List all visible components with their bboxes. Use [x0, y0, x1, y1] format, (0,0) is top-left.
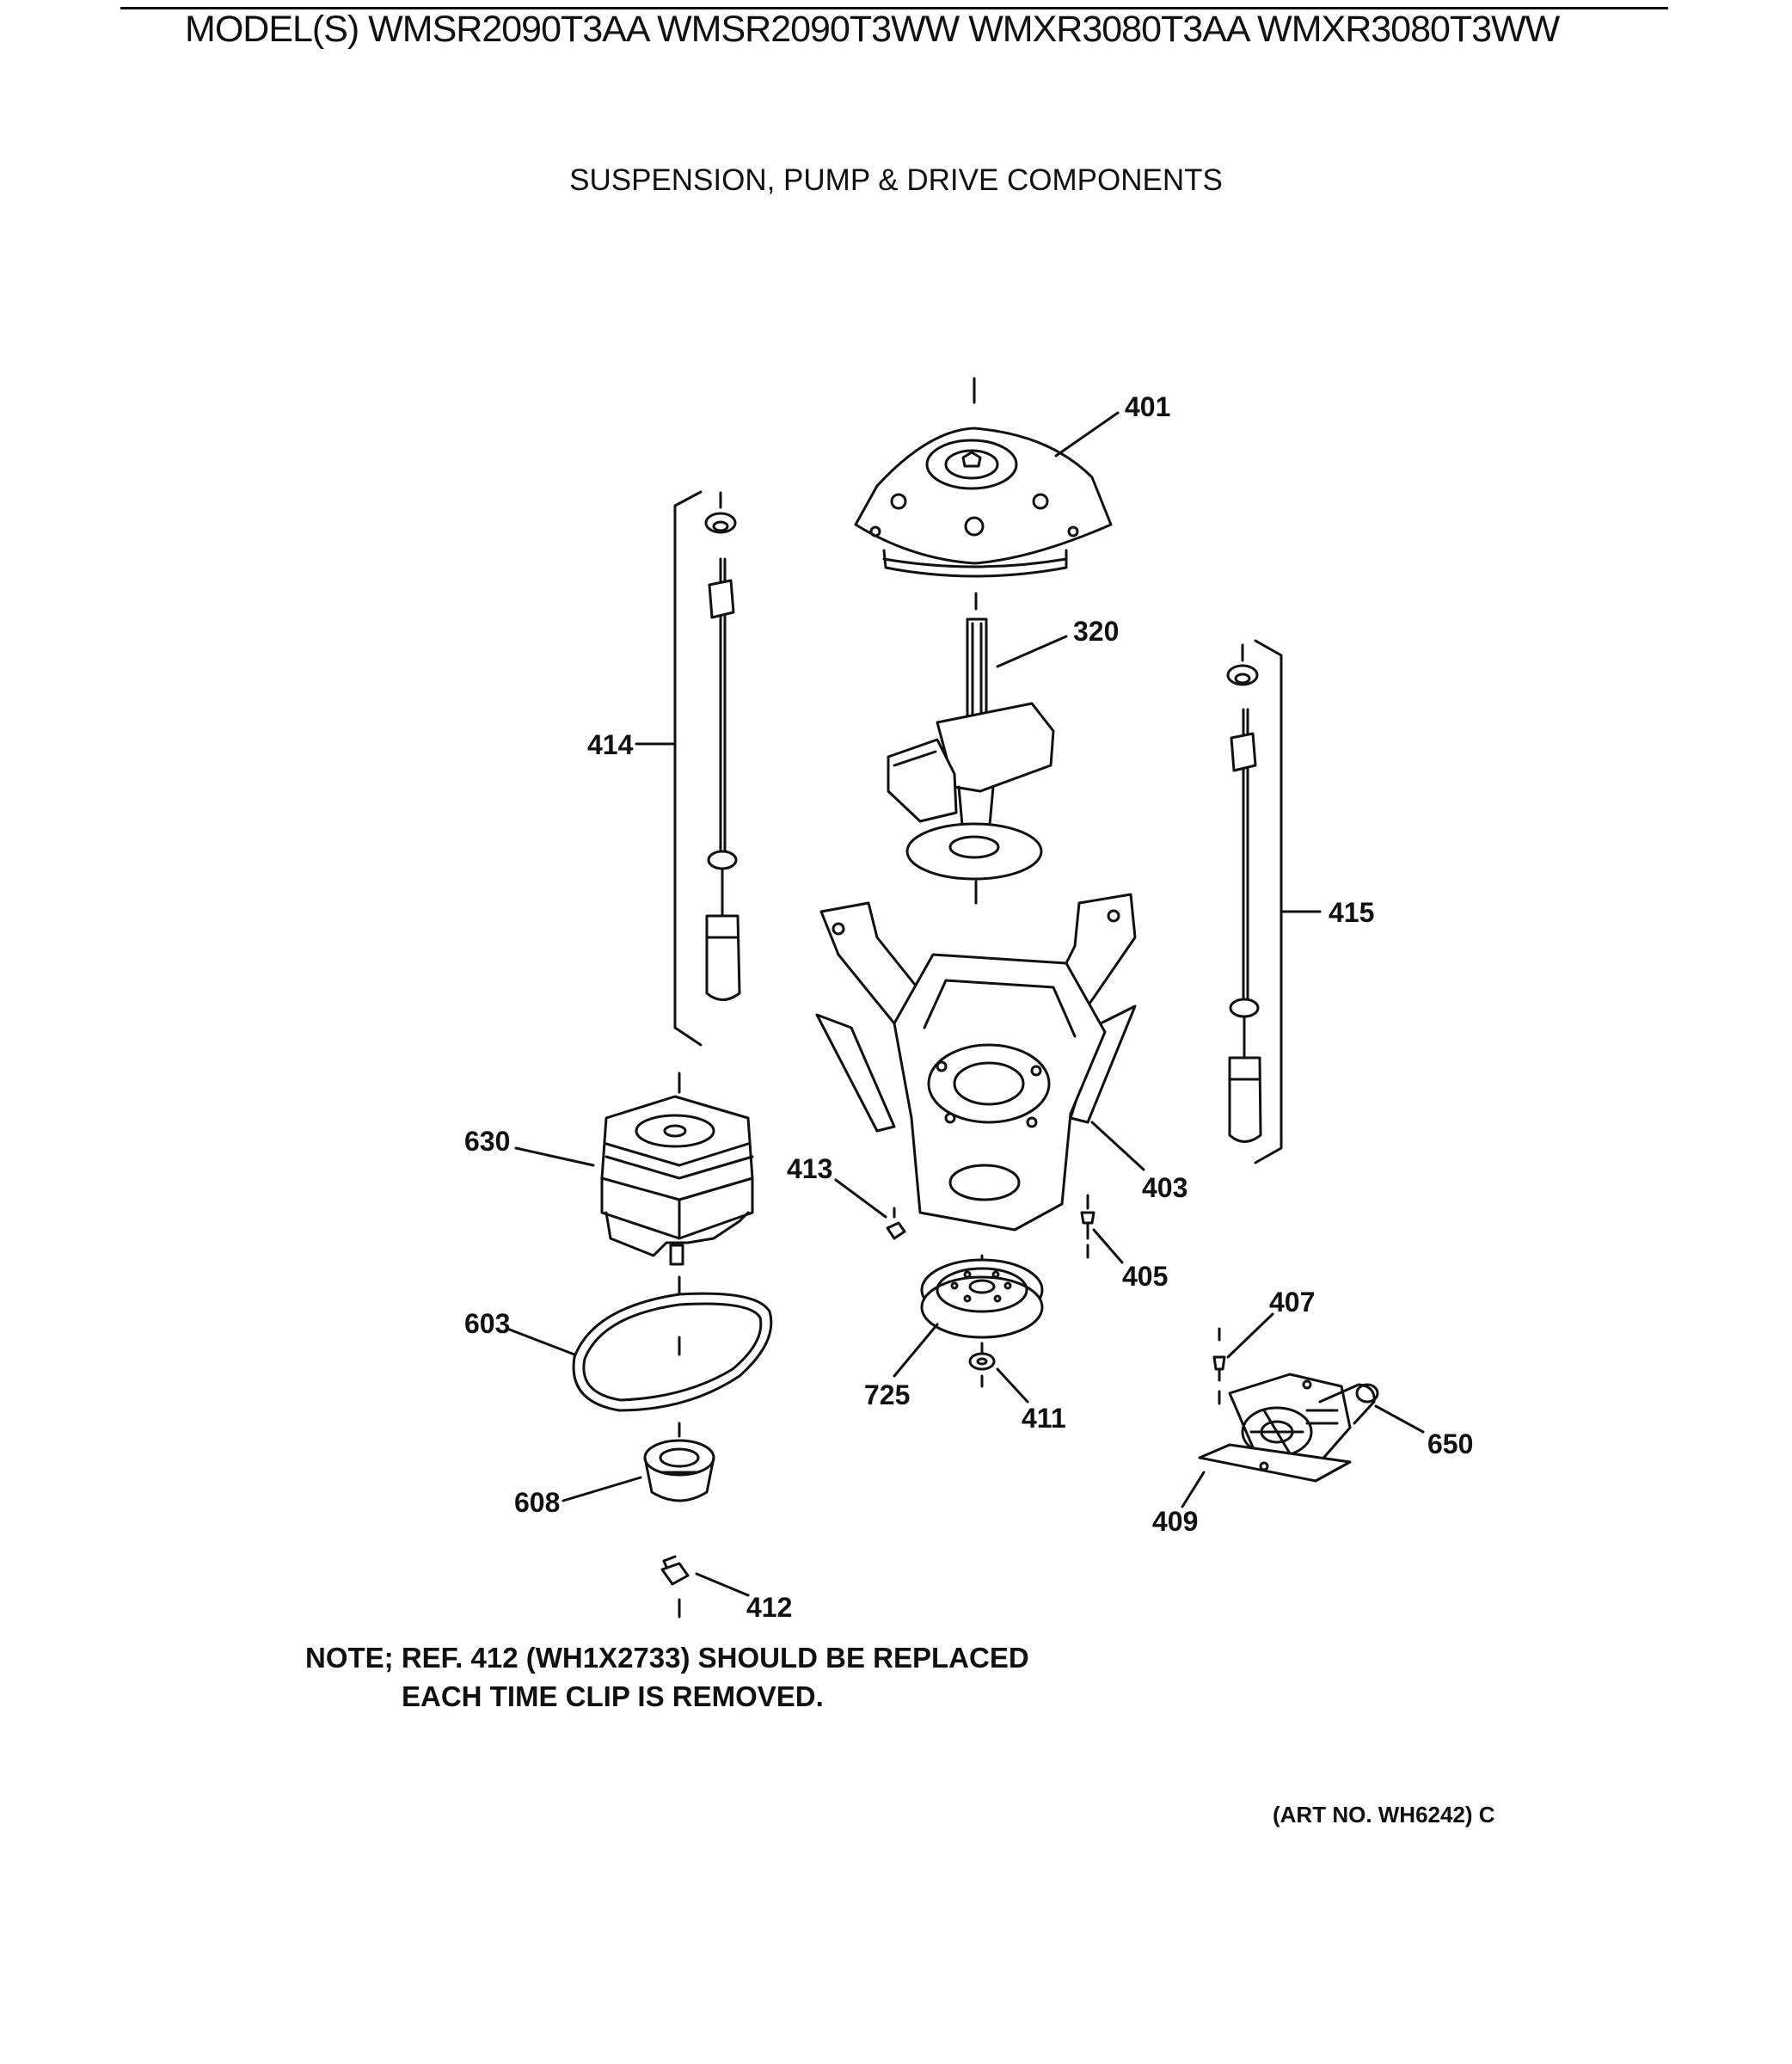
leader-413: [834, 1178, 887, 1219]
callout-413: 413: [787, 1153, 832, 1184]
part-409-pump-bracket: [1198, 1443, 1352, 1483]
callout-320: 320: [1073, 616, 1119, 647]
callout-407: 407: [1269, 1287, 1315, 1318]
callout-630: 630: [464, 1126, 510, 1157]
callout-411: 411: [1022, 1403, 1066, 1434]
replacement-note: NOTE; REF. 412 (WH1X2733) SHOULD BE REPL…: [305, 1638, 1029, 1716]
leader-412: [695, 1572, 750, 1597]
part-725-pulley: [920, 1254, 1044, 1356]
callout-412: 412: [746, 1592, 792, 1623]
callout-401: 401: [1125, 391, 1170, 422]
header-rule: [120, 7, 1668, 9]
art-number: (ART NO. WH6242) C: [1273, 1802, 1495, 1828]
callout-725: 725: [864, 1379, 910, 1410]
callout-415: 415: [1329, 897, 1374, 928]
part-401-tub-cover: [854, 377, 1113, 611]
section-title: SUSPENSION, PUMP & DRIVE COMPONENTS: [569, 163, 1223, 197]
leader-608: [562, 1476, 642, 1502]
leader-411: [996, 1367, 1029, 1404]
note-line-2: EACH TIME CLIP IS REMOVED.: [402, 1680, 824, 1712]
callout-403: 403: [1142, 1172, 1188, 1203]
leader-409: [1181, 1471, 1206, 1508]
part-415-suspension-rod-right: [1226, 639, 1283, 1164]
leader-650: [1374, 1404, 1425, 1434]
leader-320: [996, 635, 1068, 668]
leader-407: [1226, 1312, 1274, 1359]
leader-630: [514, 1146, 595, 1167]
leader-403: [1090, 1121, 1145, 1171]
callout-603: 603: [464, 1308, 510, 1339]
part-405-bolt: [1080, 1194, 1095, 1259]
part-413-nut: [886, 1207, 906, 1240]
part-630-motor: [600, 1072, 754, 1296]
callout-405: 405: [1122, 1261, 1168, 1292]
leader-405: [1092, 1228, 1124, 1264]
leader-725: [893, 1323, 939, 1378]
part-411-nut: [968, 1352, 996, 1388]
callout-414: 414: [587, 729, 634, 760]
callout-608: 608: [514, 1487, 560, 1518]
part-403-mounting-bracket: [815, 893, 1137, 1232]
model-list: MODEL(S) WMSR2090T3AA WMSR2090T3WW WMXR3…: [185, 9, 1560, 50]
part-320-transmission: [887, 617, 1055, 905]
part-603-belt: [572, 1292, 773, 1438]
part-412-clip: [660, 1555, 690, 1619]
leader-401: [1054, 411, 1120, 458]
part-608-motor-pulley: [643, 1439, 715, 1502]
note-line-1: NOTE; REF. 412 (WH1X2733) SHOULD BE REPL…: [305, 1642, 1029, 1674]
part-407-screw: [1212, 1327, 1226, 1405]
callout-650: 650: [1427, 1428, 1473, 1459]
callout-409: 409: [1152, 1506, 1198, 1537]
part-414-suspension-rod-left: [673, 490, 741, 1047]
leader-603: [506, 1327, 576, 1356]
